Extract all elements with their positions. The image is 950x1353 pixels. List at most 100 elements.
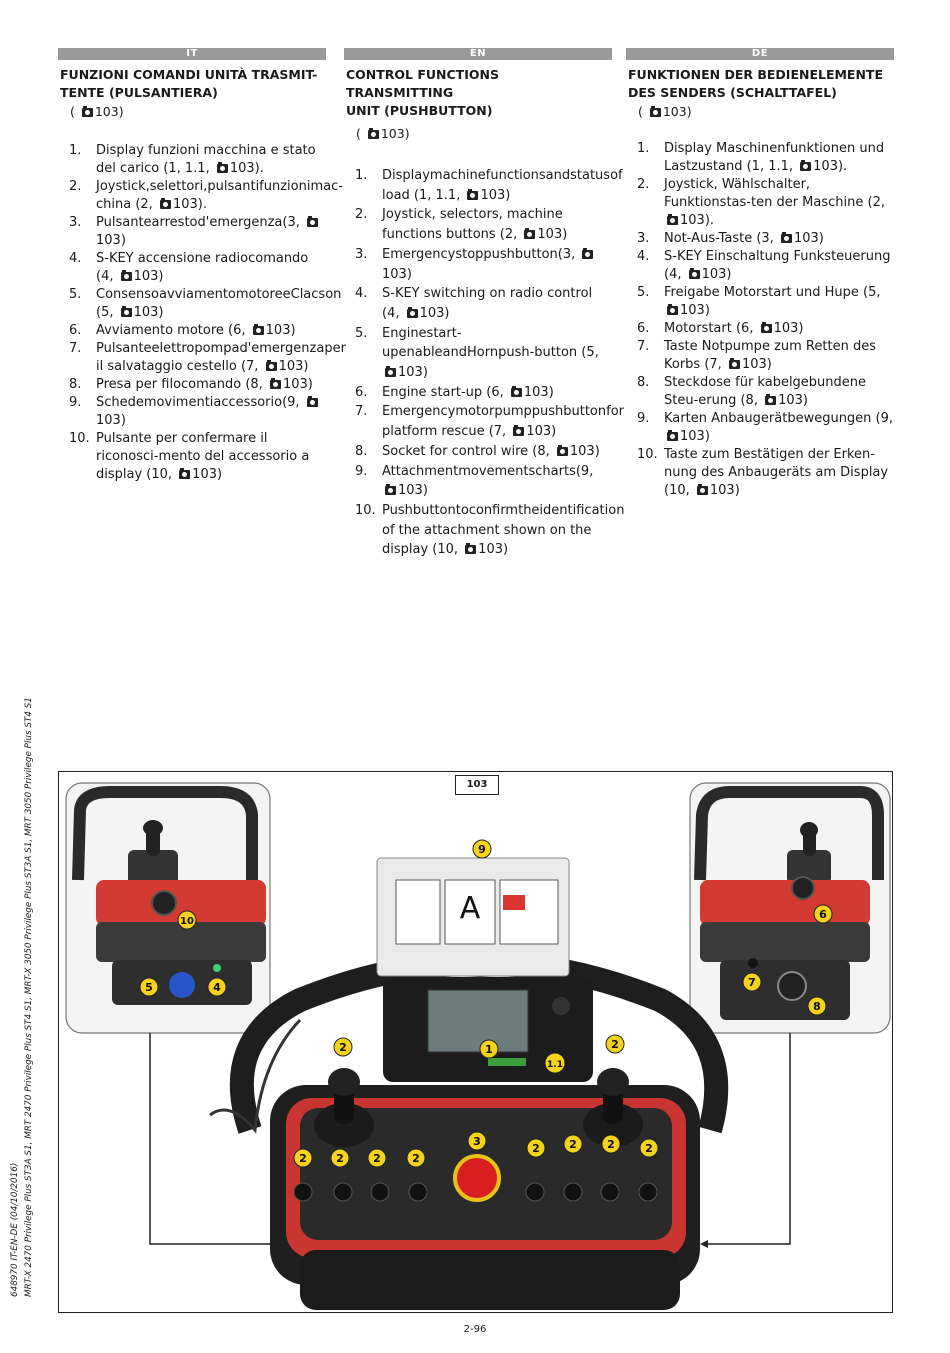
callout-2: 2 bbox=[330, 1148, 350, 1168]
list-item-text: ConsensoavviamentomotoreeClacson (5, 103… bbox=[96, 287, 342, 320]
camera-icon bbox=[179, 468, 191, 479]
figure-reference-en: ( 103) bbox=[356, 126, 410, 141]
list-item: 7.Pulsanteelettropompad'emergenzaper il … bbox=[58, 340, 346, 376]
svg-text:8: 8 bbox=[813, 1000, 821, 1013]
list-item-text: Presa per filocomando (8, 103) bbox=[96, 377, 313, 392]
camera-icon bbox=[385, 484, 396, 496]
list-item-text: Motorstart (6, 103) bbox=[664, 321, 804, 336]
svg-text:2: 2 bbox=[373, 1152, 381, 1165]
list-item-number: 7. bbox=[69, 341, 82, 356]
svg-text:6: 6 bbox=[819, 908, 827, 921]
camera-icon bbox=[252, 324, 264, 335]
list-item: 1.Displaymachinefunctionsandstatusof loa… bbox=[344, 166, 623, 205]
svg-text:2: 2 bbox=[645, 1142, 653, 1155]
list-item: 5.Freigabe Motorstart und Hupe (5, 103) bbox=[626, 284, 894, 320]
list-item-number: 3. bbox=[637, 231, 650, 246]
list-item: 6.Motorstart (6, 103) bbox=[626, 320, 894, 338]
list-item-number: 2. bbox=[69, 179, 82, 194]
list-item-number: 9. bbox=[355, 463, 368, 479]
camera-icon bbox=[765, 394, 777, 405]
list-item-text: Socket for control wire (8, 103) bbox=[382, 443, 600, 459]
callout-2: 2 bbox=[526, 1138, 546, 1158]
camera-icon bbox=[649, 106, 661, 117]
list-item-number: 7. bbox=[355, 404, 368, 420]
list-item-number: 10. bbox=[69, 431, 90, 446]
list-item-text: Joystick, Wählschalter, Funktionstas-ten… bbox=[664, 177, 885, 228]
list-item-number: 2. bbox=[355, 207, 368, 223]
list-item: 5.Enginestart-upenableandHornpush-button… bbox=[344, 324, 612, 383]
list-item-text: Joystick, selectors, machine functions b… bbox=[382, 207, 568, 243]
list-item-number: 4. bbox=[355, 286, 368, 302]
list-item-number: 7. bbox=[637, 339, 650, 354]
camera-icon bbox=[269, 378, 281, 389]
function-list-de: 1.Display Maschinenfunktionen und Lastzu… bbox=[626, 140, 894, 500]
callout-2: 2 bbox=[601, 1134, 621, 1154]
camera-icon bbox=[667, 214, 678, 225]
camera-icon bbox=[265, 360, 277, 371]
svg-text:2: 2 bbox=[412, 1152, 420, 1165]
callout-6: 6 bbox=[813, 904, 833, 924]
camera-icon bbox=[120, 270, 132, 281]
list-item-text: Attachmentmovementscharts(9, 103) bbox=[382, 463, 594, 499]
list-item-number: 9. bbox=[637, 411, 650, 426]
svg-text:2: 2 bbox=[569, 1138, 577, 1151]
callout-2: 2 bbox=[293, 1148, 313, 1168]
list-item: 10.Pulsante per confermare il riconosci-… bbox=[58, 430, 326, 484]
list-item: 8. Presa per filocomando (8, 103) bbox=[58, 376, 326, 394]
camera-icon bbox=[510, 385, 522, 397]
list-item-number: 8. bbox=[69, 377, 82, 392]
camera-icon bbox=[728, 358, 740, 369]
camera-icon bbox=[800, 160, 812, 171]
camera-icon bbox=[216, 162, 228, 173]
list-item: 6.Engine start-up (6, 103) bbox=[344, 383, 612, 403]
list-item: 2.Joystick,selettori,pulsantifunzionimac… bbox=[58, 178, 343, 214]
svg-text:2: 2 bbox=[607, 1138, 615, 1151]
page-number: 2-96 bbox=[463, 1324, 487, 1335]
camera-icon bbox=[556, 444, 568, 456]
camera-icon bbox=[780, 232, 792, 243]
camera-icon bbox=[667, 304, 678, 315]
function-list-en: 1.Displaymachinefunctionsandstatusof loa… bbox=[344, 166, 624, 560]
language-bar-it: IT bbox=[58, 48, 326, 60]
list-item: 3.Pulsantearrestod'emergenza(3, 103) bbox=[58, 214, 326, 250]
camera-icon bbox=[465, 543, 477, 555]
list-item-number: 10. bbox=[355, 502, 376, 518]
list-item: 10. Pushbuttontoconfirmtheidentification … bbox=[344, 501, 624, 560]
list-item: 6.Avviamento motore (6, 103) bbox=[58, 322, 326, 340]
list-item-number: 6. bbox=[355, 384, 368, 400]
callout-3: 3 bbox=[467, 1131, 487, 1151]
svg-text:2: 2 bbox=[299, 1152, 307, 1165]
list-item-number: 10. bbox=[637, 447, 658, 462]
list-item: 3.Emergencystoppushbutton(3, 103) bbox=[344, 245, 612, 284]
list-item-number: 9. bbox=[69, 395, 82, 410]
list-item-text: Pulsantearrestod'emergenza(3, 103) bbox=[96, 215, 320, 248]
camera-icon bbox=[582, 247, 594, 259]
list-item-number: 1. bbox=[355, 168, 368, 183]
svg-text:2: 2 bbox=[532, 1142, 540, 1155]
camera-icon bbox=[306, 396, 318, 407]
column-it: IT FUNZIONI COMANDI UNITÀ TRASMIT-TENTE … bbox=[58, 48, 346, 484]
list-item-number: 5. bbox=[637, 285, 650, 300]
figure-reference-it: ( 103) bbox=[70, 104, 124, 119]
list-item-number: 5. bbox=[355, 325, 368, 341]
svg-text:2: 2 bbox=[611, 1038, 619, 1051]
svg-text:9: 9 bbox=[478, 843, 486, 856]
callout-4: 4 bbox=[207, 977, 227, 997]
list-item-number: 4. bbox=[637, 249, 650, 264]
camera-icon bbox=[467, 188, 479, 200]
left-inset-photo bbox=[65, 782, 271, 1034]
list-item: 4.S-KEY switching on radio control (4, 1… bbox=[344, 284, 612, 323]
list-item-text: Pushbuttontoconfirmtheidentification of … bbox=[382, 502, 625, 558]
callout-2: 2 bbox=[367, 1148, 387, 1168]
svg-text:5: 5 bbox=[145, 981, 153, 994]
list-item-number: 3. bbox=[355, 246, 368, 262]
list-item-text: Display funzioni macchina e stato del ca… bbox=[96, 143, 316, 176]
callout-9: 9 bbox=[472, 839, 492, 859]
svg-text:2: 2 bbox=[336, 1152, 344, 1165]
callout-2: 2 bbox=[406, 1148, 426, 1168]
svg-text:1: 1 bbox=[485, 1043, 493, 1056]
callout-1: 1 bbox=[479, 1039, 499, 1059]
list-item: 10.Taste zum Bestätigen der Erken-nung d… bbox=[626, 446, 894, 500]
